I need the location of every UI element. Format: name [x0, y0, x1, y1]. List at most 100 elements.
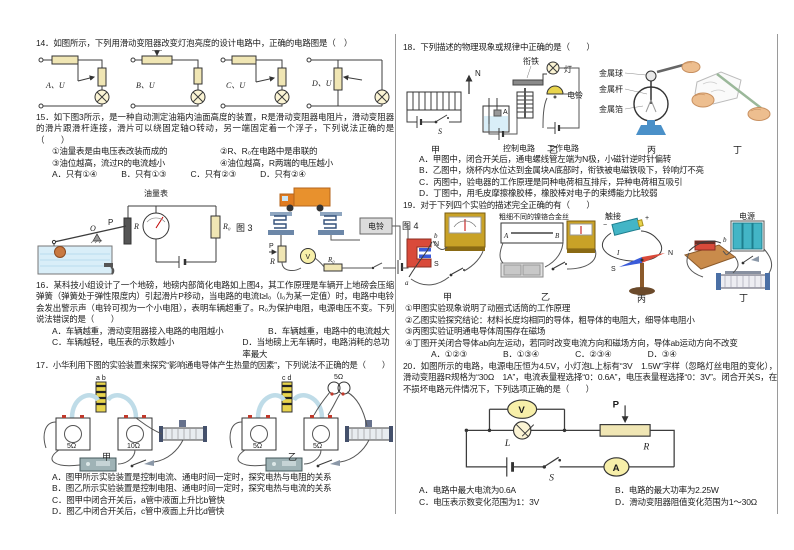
rheostat-icon — [716, 271, 770, 290]
fig4-truck-scale-figure: 电铃 图 4 P R V R₀ — [268, 184, 420, 280]
armature-label: 衔铁 — [523, 56, 539, 66]
switch-label: S — [438, 127, 442, 136]
compass-needle-icon — [619, 253, 665, 267]
north-label: N — [475, 69, 481, 78]
terminal-b-label: B — [555, 232, 560, 240]
battery-cell-icon — [611, 217, 644, 236]
spring-mount-icon — [318, 211, 344, 235]
q17-option-b: B．图乙所示实验装置是控制电阻、通电时间一定时，探究电热与电流的关系 — [52, 483, 332, 493]
truck-icon — [279, 187, 331, 211]
external-coil-icon: 5Ω — [313, 374, 351, 415]
q20-options-cd: C．电压表示数变化范围为1：3V D．滑动变阻器阻值变化范围为1～30Ω — [403, 497, 777, 509]
voltmeter-label: V — [518, 405, 525, 416]
fig-ding-label: 丁 — [733, 145, 742, 154]
metal-ball-icon — [645, 70, 657, 81]
voltmeter-icon: V — [507, 399, 538, 419]
question-19: 19．对于下列四个实验的描述完全正确的有（ ） N S — [403, 200, 777, 361]
q16-option-d: D．当地磅上无车辆时，电路消耗的总功率最大 — [242, 337, 390, 359]
question-17: 17．小华利用下图的实验装置来探究“影响通电导体产生热量的因素”，下列说法不正确… — [36, 360, 394, 518]
q17-heating-experiment-figure: a b 5Ω 10Ω — [36, 372, 394, 472]
stand-pole-icon — [640, 263, 644, 289]
lamp-icon — [546, 61, 560, 74]
q15-items-12: ①油量表是由电压表改装而成的 ②R、R₀在电路中是串联的 — [36, 146, 394, 158]
meter-icon — [142, 212, 170, 239]
question-16: 16．某科技小组设计了一个地磅，地磅内部简化电路如上图4，其工作原理是车辆开上地… — [36, 280, 394, 361]
rheostat-icon — [345, 419, 393, 442]
question-19-text: 19．对于下列四个实验的描述完全正确的有（ ） — [403, 199, 595, 210]
q19-item-2: ②乙图实验探究结论：材料长度均相同的导体，粗导体的电阻大，细导体电阻小 — [405, 314, 695, 325]
electroscope-base-icon — [636, 124, 666, 135]
q18-option-a: A．甲图中，闭合开关后，通电螺线管左端为N极，小磁针逆时针偏转 — [419, 153, 672, 164]
question-18-text: 18．下列描述的物理现象或规律中正确的是（ ） — [403, 42, 595, 52]
hand-icon — [681, 60, 701, 73]
battery-icon — [498, 127, 505, 140]
armature-icon — [512, 79, 544, 85]
question-15: 15．如下图3所示，是一种自动测定油箱内油面高度的装置，R是滑动变阻器电阻片，滑… — [36, 111, 419, 280]
liquid-container-icon: 5Ω — [241, 414, 277, 450]
float-icon — [54, 245, 66, 258]
q19-item-4: ④丁图开关闭合导体ab向左运动，若同时改变电流方向和磁场方向，导体ab运动方向不… — [405, 337, 738, 348]
galvanometer-icon — [444, 212, 486, 251]
fig4-r-label: R — [269, 257, 275, 266]
induction-experiment: N S a b 甲 — [405, 212, 486, 302]
motor-force-experiment: 电源 b 丁 — [683, 211, 773, 303]
power-supply-icon — [79, 457, 117, 471]
galvanometer-icon — [566, 220, 596, 253]
question-20: 20．如图所示的电路，电源电压恒为4.5V，小灯泡L上标有“3V 1.5W”字样… — [403, 361, 777, 509]
q19-option-b: B．①③④ — [503, 349, 540, 359]
magnet-icon — [694, 240, 716, 251]
circuit-b-label: B、U — [136, 81, 156, 90]
fig4-p-label: P — [269, 243, 274, 250]
power-supply-icon — [265, 457, 303, 471]
fig3-r-label: R — [133, 222, 139, 231]
electromagnet-icon — [516, 87, 534, 118]
tube-labels-yi: c d — [282, 375, 291, 382]
q19-option-c: C．②③④ — [575, 349, 612, 359]
question-15-text: 15．如下图3所示，是一种自动测定油箱内油面高度的装置，R是滑动变阻器电阻片，滑… — [36, 111, 394, 145]
fig4-bell-label: 电铃 — [368, 221, 384, 231]
control-circuit-label: 控制电路 — [503, 143, 535, 153]
circuit-option-d: D、U — [306, 57, 390, 108]
setup-yi-label: 乙 — [288, 452, 297, 462]
lamp-label: L — [504, 438, 510, 449]
q20-option-a: A．电路中最大电流为0.6A — [419, 485, 516, 495]
relay-experiment: A 衔铁 灯 电铃 控制电路 工作电路 — [482, 56, 583, 153]
oil-meter-label: 油量表 — [144, 188, 168, 198]
fig-jia-label: 甲 — [443, 292, 452, 302]
tube-labels-jia: a b — [96, 375, 106, 382]
circuit-c-label: C、U — [226, 81, 246, 90]
column-divider — [395, 34, 396, 514]
needle-n-label: N — [668, 250, 673, 257]
magnet-n-label: N — [434, 241, 439, 248]
lever-pivot-icon — [90, 232, 103, 243]
lamp-icon — [512, 421, 535, 440]
fig3-p-label: P — [108, 218, 113, 227]
coil-resistance-label: 5Ω — [334, 374, 343, 381]
working-circuit-label: 工作电路 — [547, 143, 579, 153]
touch-label: 触接 — [605, 211, 621, 221]
needle-s-label: S — [611, 266, 616, 273]
voltmeter-icon: V — [300, 247, 316, 264]
q18-option-c: C．丙图中，验电器的工作原理是同种电荷相互排斥，异种电荷相互吸引 — [419, 176, 683, 187]
q15-options: A．只有①④ B．只有①③ C．只有②③ D．只有②④ — [36, 169, 394, 181]
svg-text:+: + — [645, 215, 649, 222]
setup-jia-label: 甲 — [102, 452, 111, 462]
fig3-caption: 图 3 — [236, 223, 253, 233]
q15-option-c: C．只有②③ — [190, 169, 237, 179]
fig-jia-label: 甲 — [431, 145, 440, 154]
oersted-experiment: 触接 −+ I S N 丙 — [601, 211, 673, 303]
wire-b-label: b — [723, 236, 727, 244]
hand-icon — [747, 106, 771, 121]
magnet-s-label: S — [434, 261, 439, 268]
wire-frame-icon — [500, 222, 564, 244]
battery-icon — [178, 255, 187, 268]
circuit-a-label: A、U — [45, 81, 66, 90]
q15-item-3: ③油位越高，流过R的电流越小 — [52, 157, 165, 168]
rubber-rod-icon — [716, 72, 762, 109]
wire-a-label: a — [405, 279, 409, 287]
q20-circuit-figure: V L P R S A — [451, 395, 777, 485]
q15-option-b: B．只有①③ — [121, 169, 167, 179]
bell-icon: 电铃 — [359, 217, 393, 234]
fig3-o-label: O — [90, 224, 96, 233]
solenoid-icon — [406, 91, 462, 110]
